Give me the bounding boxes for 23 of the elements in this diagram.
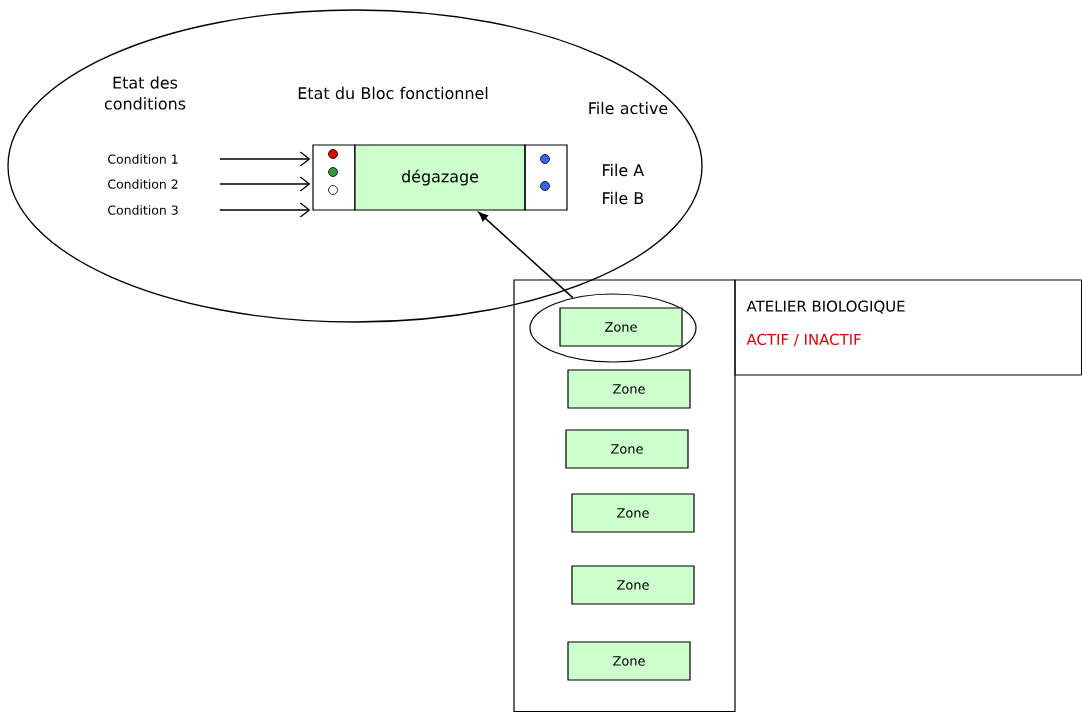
condition-text: Condition 3 [108,205,178,215]
zone-box: Zone [565,429,689,469]
queue-label: File A [603,163,645,177]
arrow [219,202,311,218]
zone-box: Zone [567,641,691,681]
zone-box: Zone [571,565,695,605]
queue-label: File B [603,191,644,205]
panel [513,279,736,712]
indicator-box [524,144,568,211]
arrow [478,211,574,299]
status-box: ATELIER BIOLOGIQUE ACTIF / INACTIF [734,279,1082,376]
heading-text: File active [589,101,668,115]
condition-text: Condition 2 [108,179,178,189]
arrow [219,151,311,167]
zone-box: Zone [571,493,695,533]
function-block: dégazage [354,144,526,211]
arrow [219,176,311,192]
ellipse-outline [529,293,697,363]
heading-text: Etat du Bloc fonctionnel [298,86,488,100]
condition-text: Condition 1 [108,154,178,164]
zone-box: Zone [559,307,683,347]
zone-box: Zone [567,369,691,409]
heading-text: Etat des conditions [104,76,186,110]
